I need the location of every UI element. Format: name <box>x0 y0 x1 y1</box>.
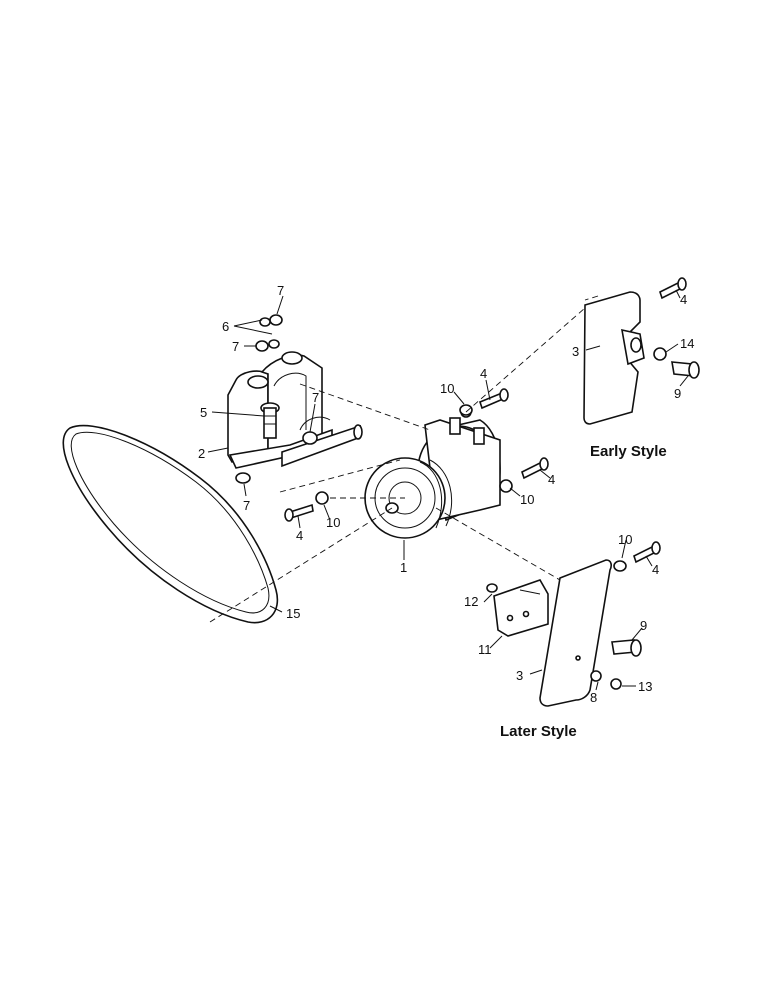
callout-8: 8 <box>590 690 597 705</box>
callout-14: 15 <box>286 606 300 621</box>
compressor <box>364 406 501 539</box>
caption-later-style: Later Style <box>500 723 577 740</box>
callout-12: 12 <box>464 594 478 609</box>
callout-7-upper: 7 <box>232 339 239 354</box>
callout-3-early: 3 <box>572 344 579 359</box>
callout-4-right: 4 <box>548 472 555 487</box>
caption-early-style: Early Style <box>590 443 667 460</box>
callout-6: 6 <box>222 319 229 334</box>
callout-15: 14 <box>680 336 694 351</box>
drive-belt <box>62 424 279 624</box>
callout-4-early: 4 <box>680 292 687 307</box>
later-style-bracket <box>493 579 549 637</box>
callout-4-top: 4 <box>480 366 487 381</box>
callout-10-later: 10 <box>618 532 632 547</box>
callout-5: 5 <box>200 405 207 420</box>
early-style-brace <box>583 291 645 425</box>
bolt-5 <box>260 402 280 439</box>
callout-11: 11 <box>478 642 492 657</box>
mounting-bracket <box>227 351 363 469</box>
alignment-lines <box>209 307 586 623</box>
callout-4-left: 4 <box>296 528 303 543</box>
callout-4-later: 4 <box>652 562 659 577</box>
later-style-brace <box>539 559 612 707</box>
callout-10-top: 10 <box>440 381 454 396</box>
callout-10-right: 10 <box>520 492 534 507</box>
callout-7-top: 7 <box>277 283 284 298</box>
callout-2: 2 <box>198 446 205 461</box>
callout-1: 1 <box>400 560 407 575</box>
callout-7-low: 7 <box>243 498 250 513</box>
callout-7-mid: 7 <box>312 390 319 405</box>
callout-labels: 7 6 7 5 7 2 7 4 10 1 15 4 10 4 10 3 4 14… <box>198 283 694 705</box>
callout-10-left: 10 <box>326 515 340 530</box>
callout-9-early: 9 <box>674 386 681 401</box>
callout-13: 13 <box>638 679 652 694</box>
callout-9-later: 9 <box>640 618 647 633</box>
fasteners <box>235 277 700 690</box>
callout-3-later: 3 <box>516 668 523 683</box>
leader-lines <box>207 289 689 691</box>
